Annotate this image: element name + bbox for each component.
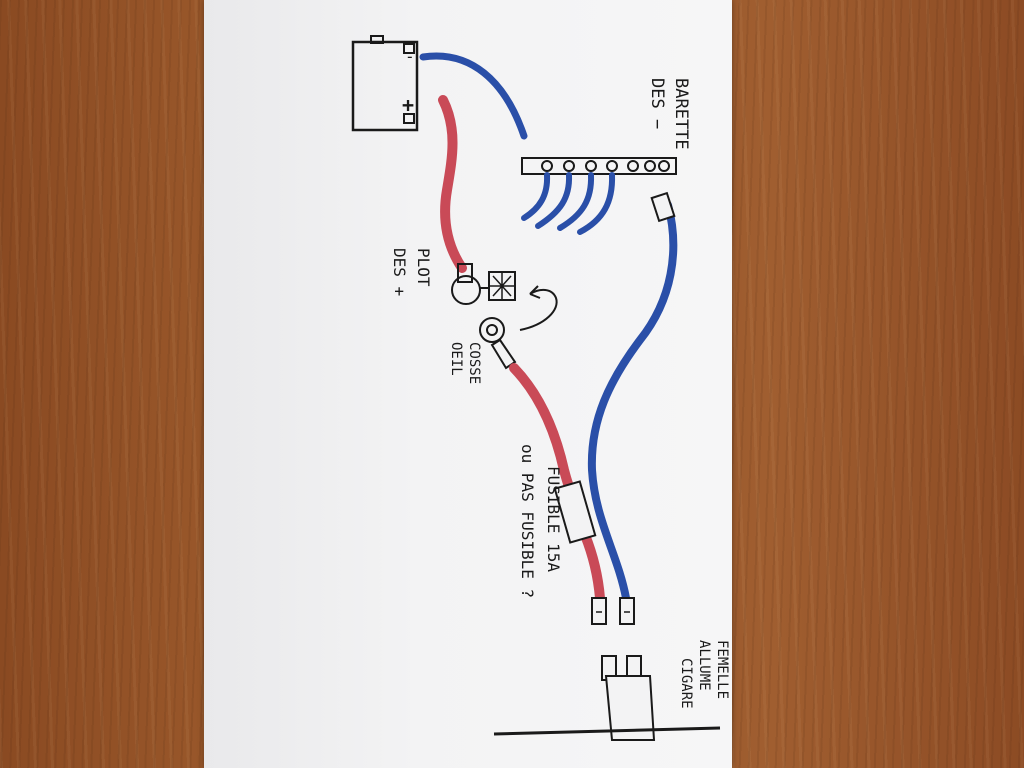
- ground-bar-label-line1: BARETTE: [671, 78, 691, 150]
- lighter-socket-label-line3: CIGARE: [678, 658, 694, 709]
- positive-stud: [451, 263, 516, 305]
- arrow-icon: [519, 288, 558, 331]
- battery-plus-label: +: [402, 93, 414, 117]
- lighter-socket-label-line1: FEMELLE: [714, 640, 730, 699]
- lighter-socket-label-line2: ALLUME: [696, 640, 712, 691]
- lighter-socket: [493, 655, 721, 741]
- paper-sheet: [204, 0, 732, 768]
- fuse-label-line2: ou PAS FUSIBLE ?: [518, 444, 537, 598]
- wire-terminals: [591, 597, 635, 625]
- positive-wire-battery: [438, 95, 467, 273]
- ring-terminal: [479, 317, 517, 370]
- positive-stud-label-line2: DES +: [390, 248, 409, 296]
- positive-stud-label-line1: PLOT: [414, 248, 433, 287]
- fuse: [553, 480, 597, 544]
- ground-bar-leads: [521, 172, 616, 235]
- ring-terminal-label-line2: OEIL: [448, 342, 464, 376]
- battery-minus-label: -: [405, 47, 415, 66]
- positive-wire-to-plug: [580, 530, 605, 603]
- ground-bus-bar: [521, 157, 677, 175]
- negative-wire-battery: [419, 52, 528, 140]
- battery-icon: + -: [351, 35, 419, 132]
- fuse-label-line1: FUSIBLE 15A: [544, 466, 563, 572]
- ground-bar-label-line2: DES −: [647, 78, 667, 129]
- ring-terminal-label-line1: COSSE: [466, 342, 482, 384]
- ground-bar-connector: [650, 191, 676, 223]
- negative-wire-main: [587, 201, 678, 602]
